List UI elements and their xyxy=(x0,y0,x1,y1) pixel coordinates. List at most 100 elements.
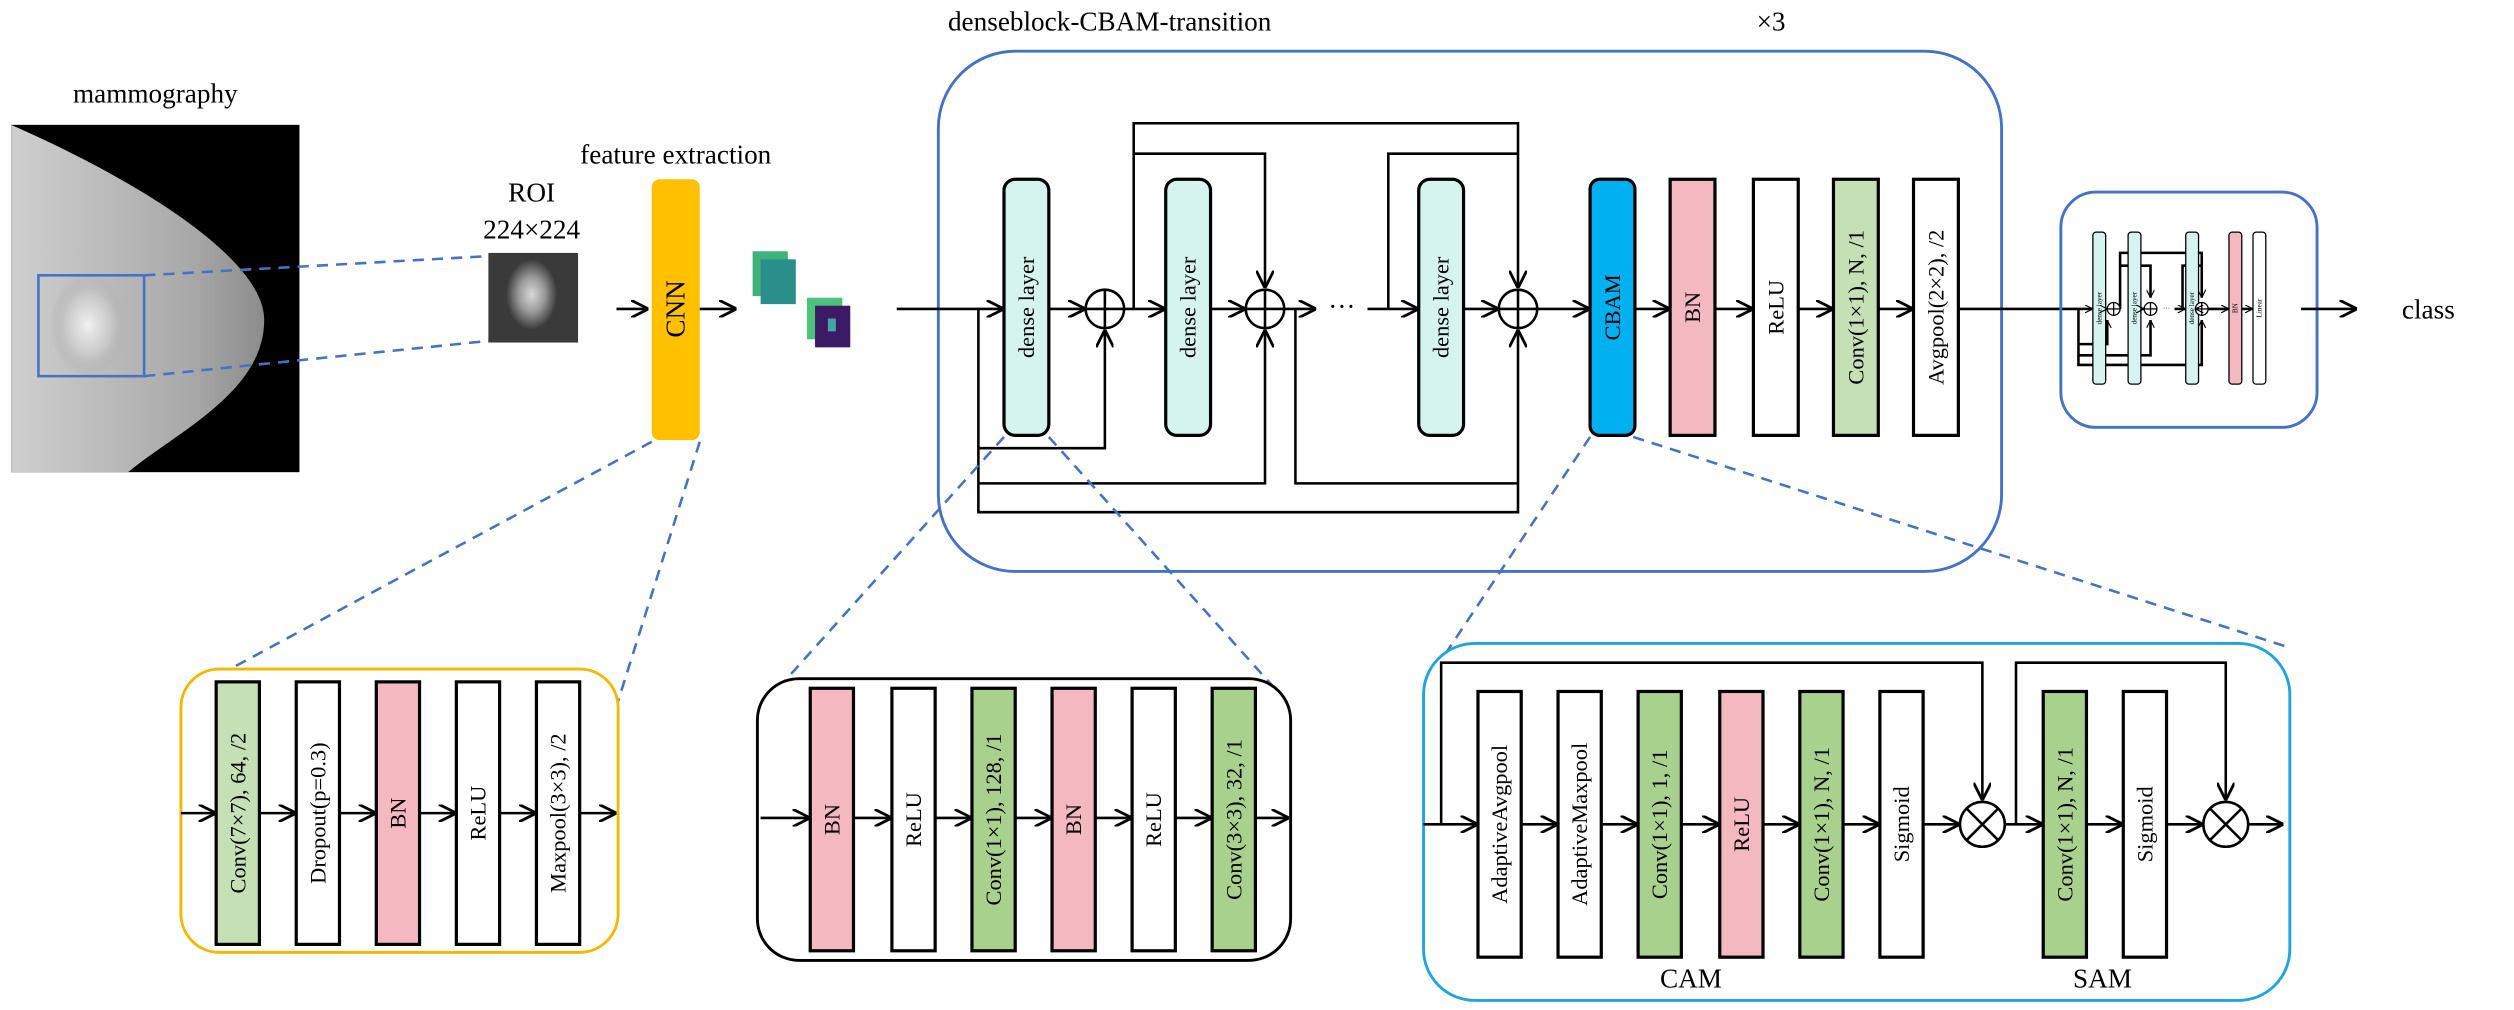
dense-layer-label: dense layer xyxy=(1176,256,1201,358)
sigmoid-block xyxy=(1878,689,1925,959)
relu-block xyxy=(1130,686,1177,953)
relu-label: ReLU xyxy=(1141,792,1166,847)
conv-3-3-32-1-block xyxy=(1210,686,1257,953)
feature-maps-icon xyxy=(752,251,851,348)
cnn-block xyxy=(651,179,700,441)
dropout-p-0-3-block xyxy=(294,680,342,946)
roi-image xyxy=(488,252,579,343)
roi-selection-box xyxy=(37,274,146,378)
mammography-image xyxy=(11,124,300,473)
sam-label: SAM xyxy=(2073,964,2132,994)
roi-label: ROI xyxy=(508,178,555,208)
cnn-expand-line-left xyxy=(223,440,653,674)
linear-label: Linear xyxy=(2255,298,2263,317)
skip-connection xyxy=(2118,251,2202,309)
repeat-label: ×3 xyxy=(1757,6,1786,36)
skip-connection xyxy=(1294,308,1519,485)
cnn-expand-line-right xyxy=(616,441,701,702)
cam-label: CAM xyxy=(1660,964,1722,994)
ellipsis: ··· xyxy=(1328,291,1355,321)
sigmoid-label: Sigmoid xyxy=(1889,786,1914,862)
denseblock-frame xyxy=(936,49,2004,573)
skip-connection xyxy=(2078,320,2107,346)
relu-label: ReLU xyxy=(465,786,490,841)
bn-label: BN xyxy=(2231,302,2239,313)
avgpool-2-2-2-label: Avgpool(2×2), /2 xyxy=(1923,230,1948,385)
dense-layer-block xyxy=(1002,177,1051,437)
bn-block xyxy=(1050,686,1097,953)
bn-label: BN xyxy=(385,798,410,829)
dense-layer-block xyxy=(1164,177,1213,437)
roi-zoom-line-bottom xyxy=(143,339,489,378)
multiply-icon xyxy=(1958,800,2007,849)
skip-connection xyxy=(1132,121,1518,309)
conv-1-1-n-1-label: Conv(1×1), N, /1 xyxy=(2052,747,2077,902)
conv-1-1-128-1-label: Conv(1×1), 128, /1 xyxy=(981,734,1006,906)
conv-3-3-32-1-label: Conv(3×3), 32, /1 xyxy=(1221,739,1246,900)
conv-1-1-1-1-label: Conv(1×1), 1, /1 xyxy=(1647,750,1672,900)
conv-1-1-n-1-block xyxy=(1831,177,1880,437)
feature-extraction-label: feature extraction xyxy=(580,139,771,169)
skip-connection xyxy=(978,329,1265,485)
dense-layer-label: dense layer xyxy=(2188,291,2196,324)
multiply-icon xyxy=(2202,800,2250,849)
dense-expand-line-right xyxy=(1047,436,1290,706)
conv-7-7-64-2-label: Conv(7×7), 64, /2 xyxy=(225,733,250,894)
concat-icon xyxy=(2143,301,2158,316)
adaptiveavgpool-label: AdaptiveAvgpool xyxy=(1487,745,1512,904)
roi-size-label: 224×224 xyxy=(483,214,580,244)
adaptivemaxpool-block xyxy=(1556,689,1603,959)
conv-1-1-128-1-block xyxy=(970,686,1017,953)
cbam-label: CBAM xyxy=(1600,274,1625,340)
concat-icon xyxy=(1084,288,1126,330)
conv-1-1-n-1-label: Conv(1×1), N, /1 xyxy=(1843,230,1868,385)
sigmoid-label: Sigmoid xyxy=(2132,786,2157,862)
class-label: class xyxy=(2402,295,2455,325)
cbam-block xyxy=(1588,177,1637,437)
cbam-expand-line-left xyxy=(1432,436,1592,673)
dense-layer-label: dense layer xyxy=(1014,256,1039,358)
concat-icon xyxy=(2106,301,2121,316)
bn-block xyxy=(374,680,422,946)
cnn-label: CNN xyxy=(661,280,691,338)
skip-connection xyxy=(1133,152,1265,289)
relu-block xyxy=(1751,177,1800,437)
concat-icon xyxy=(1497,288,1539,330)
relu-block xyxy=(454,680,502,946)
bn-block xyxy=(808,686,856,953)
skip-connection xyxy=(1387,152,1519,309)
relu-label: ReLU xyxy=(1729,797,1754,852)
skip-connection xyxy=(1439,661,1982,825)
network-overview: dense layer dense layer dense layer BN Linea… xyxy=(2077,231,2267,385)
cbam-expand-line-right xyxy=(1632,435,2288,648)
dropout-p-0-3-label: Dropout(p=0.3) xyxy=(305,742,330,883)
bn-label: BN xyxy=(819,804,844,835)
ellipsis: ··· xyxy=(2163,305,2170,313)
relu-block xyxy=(890,686,937,953)
cnn-detail-flow: Conv(7×7), 64, /2 Dropout(p=0.3) BN ReLU Max… xyxy=(180,680,617,946)
bn-label: BN xyxy=(1680,292,1705,323)
mammography-label: mammography xyxy=(73,78,238,108)
denseblock-flow: dense layer dense layer dense layer ··· CBAM… xyxy=(896,121,2082,514)
conv-1-1-n-1-block xyxy=(1798,689,1845,959)
skip-connection xyxy=(2014,661,2226,825)
dense-layer-label: dense layer xyxy=(1429,256,1454,358)
skip-connection xyxy=(978,329,1105,450)
concat-icon xyxy=(1244,288,1286,330)
dense-layer-label: dense layer xyxy=(2130,291,2138,324)
relu-label: ReLU xyxy=(1763,280,1788,335)
dense-layer-block xyxy=(1417,177,1466,437)
dense-layer-label: dense layer xyxy=(2095,291,2103,324)
dense-layer-detail-flow: BN ReLU Conv(1×1), 128, /1 BN ReLU Conv(3×3),… xyxy=(760,686,1290,953)
relu-label: ReLU xyxy=(901,792,926,847)
conv-1-1-n-1-label: Conv(1×1), N, /1 xyxy=(1809,747,1834,902)
bn-block xyxy=(1668,177,1717,437)
avgpool-2-2-2-block xyxy=(1911,177,1960,437)
dense-expand-line-left xyxy=(762,436,1005,706)
denseblock-title: denseblock-CBAM-transition xyxy=(948,6,1272,36)
bn-label: BN xyxy=(1061,804,1086,835)
conv-7-7-64-2-block xyxy=(214,680,262,946)
maxpool-3-3-2-label: Maxpool(3×3), /2 xyxy=(546,733,571,892)
